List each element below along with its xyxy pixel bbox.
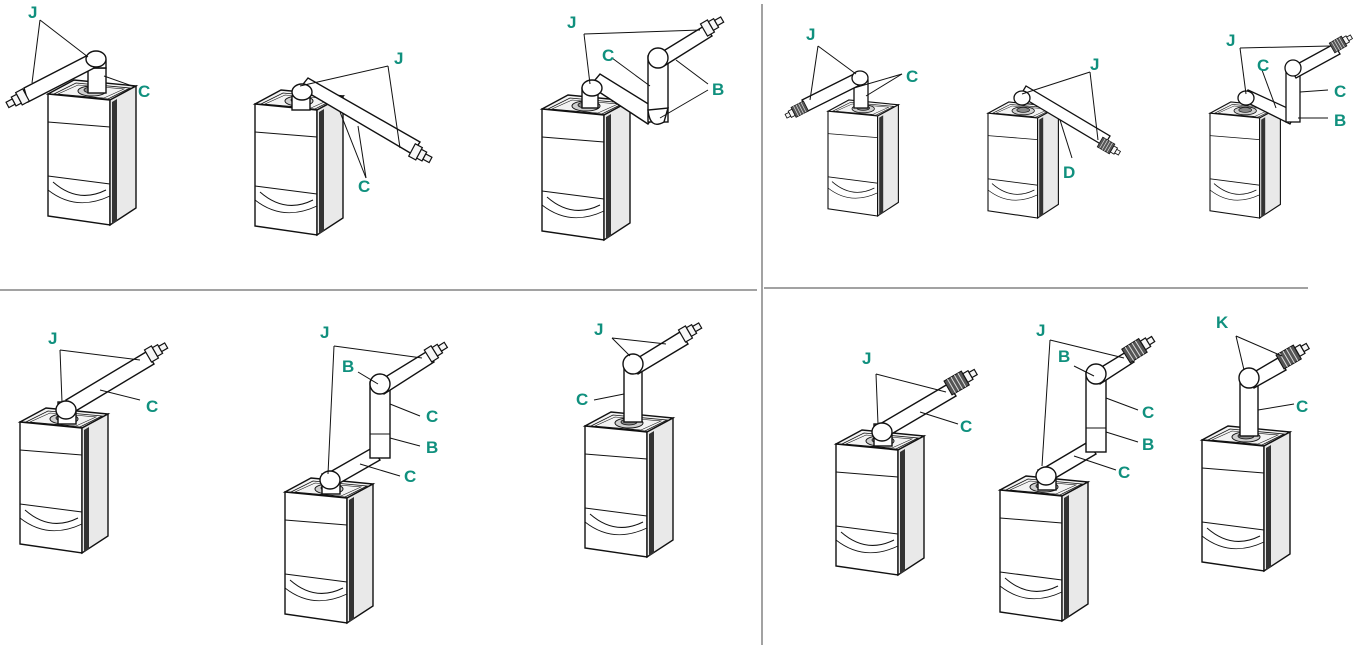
config-7-drawing — [19, 338, 171, 554]
label-c: C — [146, 397, 158, 416]
config-2-drawing — [254, 65, 435, 236]
panel-bottom-right — [835, 331, 1313, 622]
label-j: J — [48, 329, 57, 348]
config-3-drawing — [541, 12, 727, 241]
label-j: J — [1036, 321, 1045, 340]
label-j: J — [594, 320, 603, 339]
label-c: C — [1334, 82, 1346, 101]
label-j: J — [1090, 55, 1099, 74]
label-c: C — [602, 46, 614, 65]
label-b: B — [342, 357, 354, 376]
config-5-drawing — [987, 71, 1123, 219]
label-j: J — [28, 3, 37, 22]
config-11-drawing — [999, 331, 1158, 622]
label-b: B — [1142, 435, 1154, 454]
label-c: C — [1296, 397, 1308, 416]
panel-top-left — [3, 12, 727, 241]
label-c: C — [906, 67, 918, 86]
label-c: C — [426, 407, 438, 426]
panel-bottom-left — [19, 318, 705, 624]
label-c: C — [960, 417, 972, 436]
label-c: C — [138, 82, 150, 101]
label-c: C — [576, 390, 588, 409]
label-c: C — [1118, 463, 1130, 482]
config-12-drawing — [1201, 335, 1313, 572]
config-8-drawing — [284, 338, 451, 624]
label-b: B — [712, 80, 724, 99]
label-j: J — [320, 323, 329, 342]
component-labels: J C J C J C B J C J D J C C B J C J B C … — [28, 3, 1346, 486]
label-c: C — [1142, 403, 1154, 422]
label-j: J — [862, 349, 871, 368]
label-j: J — [1226, 31, 1235, 50]
label-b: B — [426, 438, 438, 457]
config-4-drawing — [783, 45, 903, 217]
config-1-drawing — [3, 19, 137, 226]
label-c: C — [1257, 56, 1269, 75]
label-b: B — [1334, 111, 1346, 130]
label-b: B — [1058, 347, 1070, 366]
panel-top-right — [783, 31, 1355, 219]
config-6-drawing — [1209, 31, 1355, 219]
label-d: D — [1063, 163, 1075, 182]
label-j: J — [567, 13, 576, 32]
label-c: C — [404, 467, 416, 486]
label-j: J — [394, 49, 403, 68]
label-c: C — [358, 177, 370, 196]
label-k: K — [1216, 313, 1229, 332]
config-10-drawing — [835, 364, 981, 576]
config-9-drawing — [584, 318, 705, 558]
label-j: J — [806, 25, 815, 44]
